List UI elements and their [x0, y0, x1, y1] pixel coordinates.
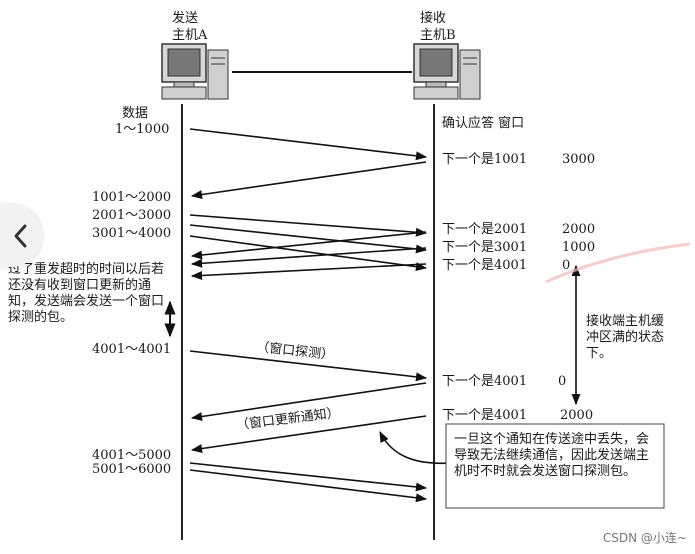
decorative-red-stroke — [545, 242, 691, 284]
right-header: 确认应答 窗口 — [442, 116, 525, 131]
sender-label: 2001～3000 — [92, 208, 172, 223]
receiver-ack-label: 下一个是1001 — [442, 152, 528, 167]
sender-label: 1001～2000 — [92, 190, 172, 205]
receiver-window-label: 2000 — [560, 408, 594, 423]
receiver-window-label: 1000 — [562, 240, 596, 255]
segment-arrow-5 — [189, 462, 428, 492]
segment-arrow-1 — [189, 128, 428, 161]
right-note: 接收端主机缓冲区满的状态下。 — [586, 314, 665, 361]
receiver-ack-label: 下一个是4001 — [442, 408, 528, 423]
chevron-left-icon — [14, 224, 27, 248]
receiver-ack-label: 下一个是4001 — [442, 374, 528, 389]
receiver-window-label: 0 — [562, 258, 571, 273]
window-update-arrow — [190, 415, 427, 453]
sender-host-line1: 发送 — [172, 11, 199, 26]
sender-label: 5001～6000 — [92, 462, 172, 477]
ack-arrow-4 — [190, 263, 427, 280]
left-note: 过了重发超时的时间以后若还没有收到窗口更新的通知，发送端会发送一个窗口探测的包。 — [8, 262, 165, 325]
ack-arrow-2 — [190, 231, 427, 260]
probe-arrow — [189, 350, 428, 382]
segment-arrow-3 — [189, 224, 428, 254]
receiver-window-label: 2000 — [562, 222, 596, 237]
sender-label: 3001～4000 — [92, 226, 172, 241]
sender-label: 4001～4001 — [92, 342, 172, 357]
sender-host-label: 发送 主机A — [172, 10, 207, 44]
bottom-note: 一旦这个通知在传送途中丢失，会导致无法继续通信，因此发送端主机时不时就会发送窗口… — [454, 432, 650, 479]
segment-arrow-4 — [189, 235, 428, 272]
receiver-ack-label: 下一个是2001 — [442, 222, 528, 237]
receiver-computer-icon — [413, 43, 481, 100]
segment-arrow-2 — [189, 214, 428, 237]
receiver-host-label: 接收 主机B — [420, 10, 456, 44]
receiver-window-label: 0 — [558, 374, 567, 389]
watermark: CSDN @小连~ — [602, 531, 687, 545]
left-header: 数据 — [122, 106, 149, 121]
ack-arrow-1 — [190, 161, 427, 199]
ack-arrow-3 — [190, 247, 427, 268]
sender-host-line2: 主机A — [172, 28, 208, 43]
sender-computer-icon — [161, 43, 229, 100]
sender-label: 4001～5000 — [92, 448, 172, 463]
receiver-ack-label: 下一个是3001 — [442, 240, 528, 255]
ack-arrow-5 — [190, 382, 427, 421]
receiver-window-label: 3000 — [562, 152, 596, 167]
receiver-host-line2: 主机B — [420, 28, 456, 43]
receiver-host-line1: 接收 — [420, 11, 447, 26]
segment-arrow-6 — [189, 469, 428, 503]
sender-label: 1～1000 — [115, 122, 170, 137]
receiver-ack-label: 下一个是4001 — [442, 258, 528, 273]
bottom-note-box — [445, 423, 665, 509]
